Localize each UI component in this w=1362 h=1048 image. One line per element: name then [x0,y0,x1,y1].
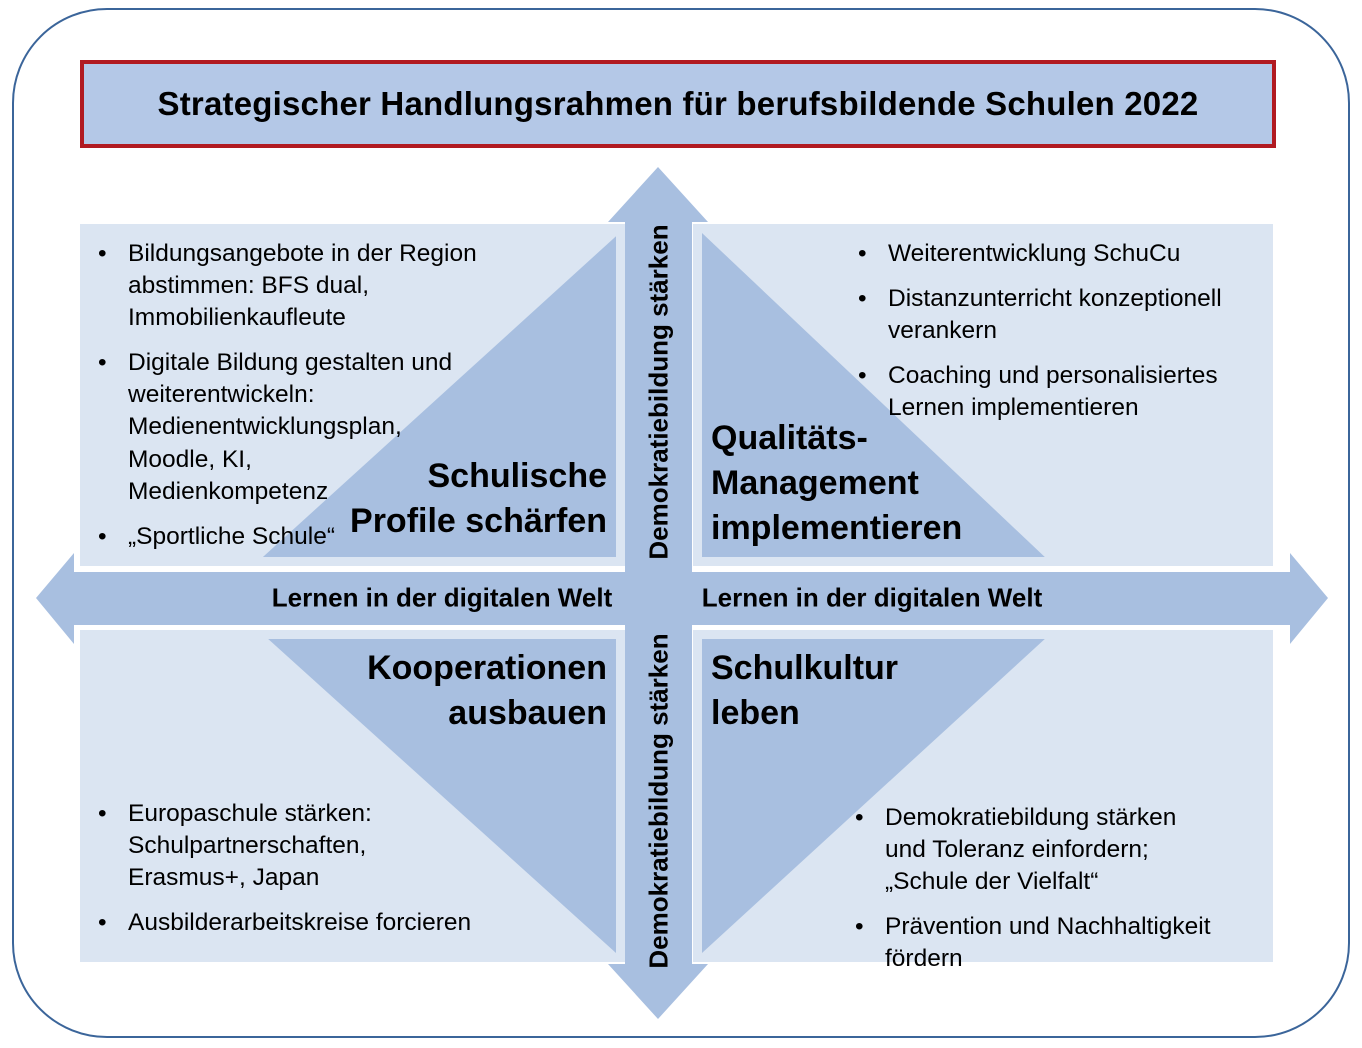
vertical-axis-label-top: Demokratiebildung stärken [643,224,674,560]
bullet-list: • Demokratiebildung stärken und Toleranz… [855,802,1211,988]
bullet-text: „Sportliche Schule“ [128,522,335,550]
list-item: • Bildungsangebote in der Region abstimm… [98,238,477,334]
title-box: Strategischer Handlungsrahmen für berufs… [80,60,1276,148]
quadrant-qualitaetsmanagement: • Weiterentwicklung SchuCu • Distanzunte… [693,224,1273,566]
quadrant-title: Schulkultur leben [711,649,899,732]
horizontal-axis-label-right: Lernen in der digitalen Welt [701,582,1043,613]
vertical-axis-label-bottom: Demokratiebildung stärken [643,633,674,969]
list-item: • Ausbilderarbeitskreise forcieren [98,907,471,939]
bullet-icon: • [98,800,107,827]
bullet-text: Bildungsangebote in der Region abstimmen… [128,240,477,332]
bullet-list: • Weiterentwicklung SchuCu • Distanzunte… [858,238,1222,437]
bullet-icon: • [858,285,867,313]
list-item: • „Sportliche Schule“ [98,521,477,553]
list-item: • Demokratiebildung stärken und Toleranz… [855,802,1211,898]
bullet-icon: • [98,522,107,550]
bullet-icon: • [98,240,107,267]
page-title: Strategischer Handlungsrahmen für berufs… [157,85,1199,122]
list-item: • Prävention und Nachhaltigkeit fördern [855,911,1211,975]
bullet-icon: • [855,913,864,941]
list-item: • Distanzunterricht konzeptionell verank… [858,283,1222,347]
bullet-list: • Bildungsangebote in der Region abstimm… [98,238,477,566]
bullet-text: Europaschule stärken: Schulpartnerschaft… [128,800,372,892]
list-item: • Europaschule stärken: Schulpartnerscha… [98,798,471,894]
list-item: • Weiterentwicklung SchuCu [858,238,1222,270]
bullet-icon: • [858,362,867,390]
bullet-icon: • [855,804,864,831]
bullet-list: • Europaschule stärken: Schulpartnerscha… [98,798,471,952]
outer-rounded-border [12,8,1350,1038]
bullet-icon: • [98,349,107,377]
bullet-text: Ausbilderarbeitskreise forcieren [128,909,472,937]
bullet-text: Demokratiebildung stärken und Toleranz e… [885,804,1177,896]
quadrant-schulkultur: Schulkultur leben • Demokratiebildung st… [693,630,1273,972]
bullet-text: Weiterentwicklung SchuCu [888,240,1181,267]
quadrant-kooperationen: Kooperationen ausbauen • Europaschule st… [80,630,625,962]
bullet-icon: • [98,909,107,937]
bullet-text: Distanzunterricht konzeptionell veranker… [888,285,1222,345]
horizontal-axis-label-left: Lernen in der digitalen Welt [271,582,613,613]
quadrant-title: Qualitäts- Management implementieren [711,419,963,547]
bullet-text: Coaching und personalisiertes Lernen imp… [888,362,1218,422]
bullet-icon: • [858,240,867,267]
list-item: • Digitale Bildung gestalten und weitere… [98,347,477,507]
bullet-text: Digitale Bildung gestalten und weiterent… [128,349,453,505]
list-item: • Coaching und personalisiertes Lernen i… [858,360,1222,424]
bullet-text: Prävention und Nachhaltigkeit fördern [885,913,1211,973]
quadrant-title: Schulische Profile schärfen [350,457,607,541]
quadrant-title: Kooperationen ausbauen [367,649,607,732]
quadrant-schulische-profile: • Bildungsangebote in der Region abstimm… [80,224,625,566]
